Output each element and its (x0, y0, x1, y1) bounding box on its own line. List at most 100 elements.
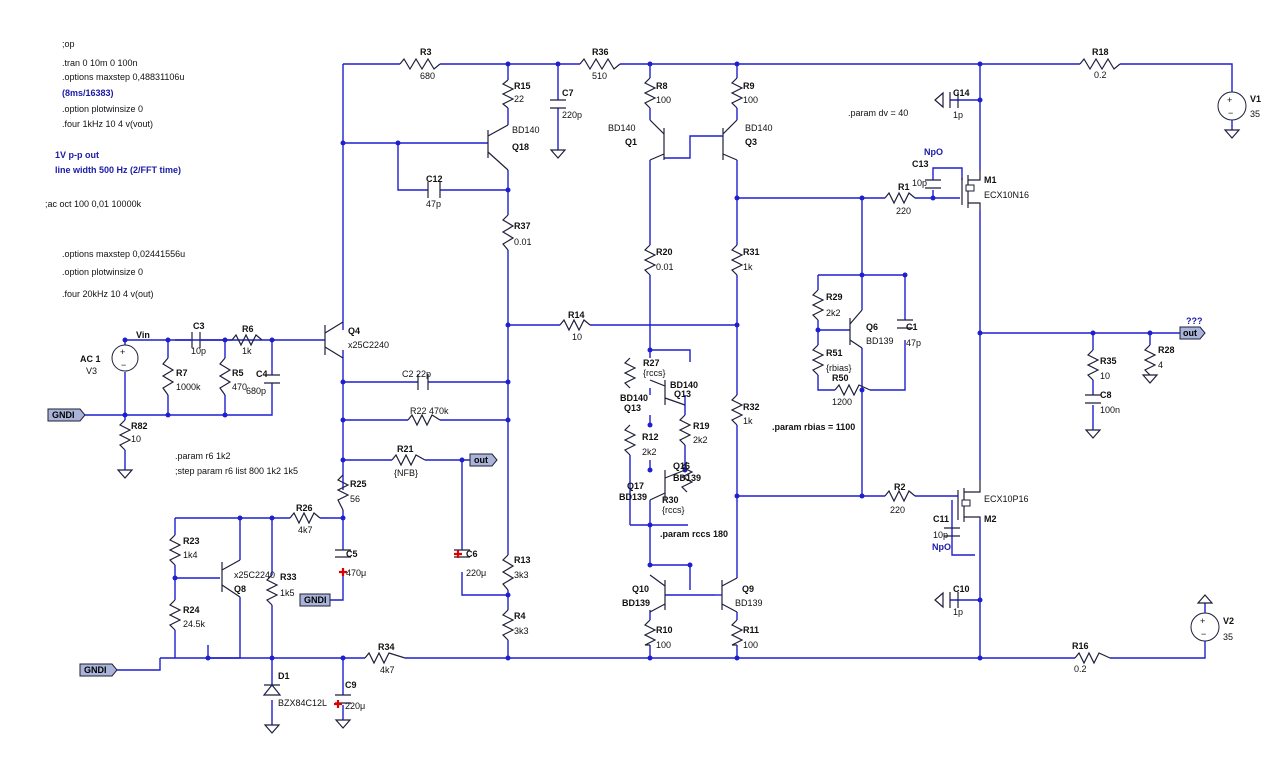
resistor-r28 (1143, 344, 1157, 376)
svg-text:0.2: 0.2 (1094, 70, 1107, 80)
capacitor-c2 (417, 374, 429, 390)
svg-text:510: 510 (592, 71, 607, 81)
transistor-q6 (849, 309, 863, 349)
resistor-r19 (678, 414, 692, 446)
capacitor-c7 (550, 99, 566, 109)
mosfet-m1 (961, 170, 981, 210)
svg-text:47p: 47p (906, 338, 921, 348)
capacitor-c1 (897, 319, 913, 329)
svg-text:220: 220 (890, 505, 905, 515)
svg-text:Q13: Q13 (624, 403, 641, 413)
resistor-r34 (364, 651, 406, 665)
svg-text:Q4: Q4 (348, 326, 360, 336)
svg-text:R21: R21 (397, 444, 414, 454)
mosfet-m2 (957, 480, 981, 522)
resistor-r51 (811, 344, 825, 376)
svg-text:BD140: BD140 (745, 123, 773, 133)
svg-text:R2: R2 (894, 482, 906, 492)
svg-text:0.01: 0.01 (514, 237, 532, 247)
svg-text:2k2: 2k2 (693, 435, 708, 445)
resistor-r23 (168, 534, 182, 566)
svg-text:470μ: 470μ (346, 568, 366, 578)
directive-four2: .four 20kHz 10 4 v(out) (62, 289, 154, 299)
svg-text:R33: R33 (280, 572, 297, 582)
svg-text:R37: R37 (514, 221, 531, 231)
svg-text:10: 10 (131, 434, 141, 444)
svg-text:4k7: 4k7 (380, 665, 395, 675)
svg-text:V1: V1 (1250, 94, 1261, 104)
svg-text:V3: V3 (86, 366, 97, 376)
svg-text:R22 470k: R22 470k (410, 406, 449, 416)
transistor-q9 (715, 577, 738, 613)
svg-text:+: + (120, 347, 125, 357)
capacitors (175, 92, 1101, 708)
resistor-r5 (218, 357, 232, 396)
resistor-r3 (399, 57, 441, 71)
ground-icon (263, 724, 281, 734)
svg-text:680: 680 (420, 71, 435, 81)
svg-text:BD139: BD139 (622, 598, 650, 608)
svg-text:C4: C4 (256, 369, 268, 379)
svg-text:R8: R8 (656, 81, 668, 91)
svg-text:R11: R11 (743, 625, 759, 635)
svg-text:47p: 47p (426, 199, 441, 209)
svg-text:R30: R30 (662, 495, 679, 505)
svg-text:{NFB}: {NFB} (394, 468, 418, 478)
port-out (469, 453, 498, 467)
capacitor-c6 (454, 549, 470, 558)
svg-text:R24: R24 (183, 605, 200, 615)
resistor-r10 (643, 619, 657, 646)
capacitor-c12 (427, 182, 441, 198)
svg-text:ECX10N16: ECX10N16 (984, 190, 1029, 200)
svg-text:+: + (1227, 95, 1232, 105)
transistor-q10 (649, 574, 666, 613)
directive-plotwin2: .option plotwinsize 0 (62, 267, 143, 277)
svg-text:Q10: Q10 (632, 584, 649, 594)
port-gndi-label: GNDI (84, 665, 107, 675)
svg-text:R4: R4 (514, 611, 526, 621)
svg-text:NpO: NpO (932, 542, 951, 552)
ground-icon (934, 91, 944, 109)
note-vpp: 1V p-p out (55, 150, 99, 160)
svg-text:R14: R14 (568, 310, 585, 320)
svg-text:−: − (1201, 629, 1206, 639)
capacitor-c8 (1085, 394, 1101, 404)
svg-text:R7: R7 (176, 368, 188, 378)
resistor-r30 (680, 461, 694, 493)
svg-text:24.5k: 24.5k (183, 619, 206, 629)
transistor-q13 (649, 379, 686, 406)
svg-text:R31: R31 (743, 247, 760, 257)
transistor-q18 (487, 124, 509, 171)
svg-text:0.2: 0.2 (1074, 664, 1087, 674)
directive-maxstep1: .options maxstep 0,48831106u (62, 72, 184, 82)
svg-text:{rccs}: {rccs} (643, 368, 666, 378)
svg-text:R28: R28 (1158, 345, 1175, 355)
svg-text:BD140: BD140 (620, 393, 648, 403)
resistor-r4 (501, 609, 515, 641)
svg-text:R26: R26 (296, 503, 313, 513)
zener-d1-icon (262, 684, 282, 696)
directive-op: ;op (62, 39, 75, 49)
svg-text:BD140: BD140 (512, 125, 540, 135)
capacitor-c4 (264, 374, 280, 384)
directive-maxstep2: .options maxstep 0,02441556u (62, 249, 185, 259)
svg-text:NpO: NpO (924, 147, 943, 157)
svg-text:R36: R36 (592, 47, 609, 57)
port-out-right (1179, 326, 1206, 340)
svg-text:C7: C7 (562, 88, 574, 98)
svg-text:1k: 1k (242, 346, 252, 356)
svg-text:4: 4 (1158, 360, 1163, 370)
resistors (118, 57, 1157, 665)
svg-text:R27: R27 (643, 358, 660, 368)
ground-icon (934, 591, 944, 609)
svg-text:R51: R51 (826, 348, 843, 358)
svg-text:C1: C1 (906, 322, 918, 332)
svg-text:M1: M1 (984, 175, 997, 185)
svg-text:Q3: Q3 (745, 137, 757, 147)
resistor-r29 (811, 289, 825, 321)
resistor-r33 (265, 574, 279, 606)
transistor-q1 (649, 119, 665, 161)
svg-text:R34: R34 (378, 642, 395, 652)
directive-step: ;step param r6 list 800 1k2 1k5 (175, 466, 298, 476)
